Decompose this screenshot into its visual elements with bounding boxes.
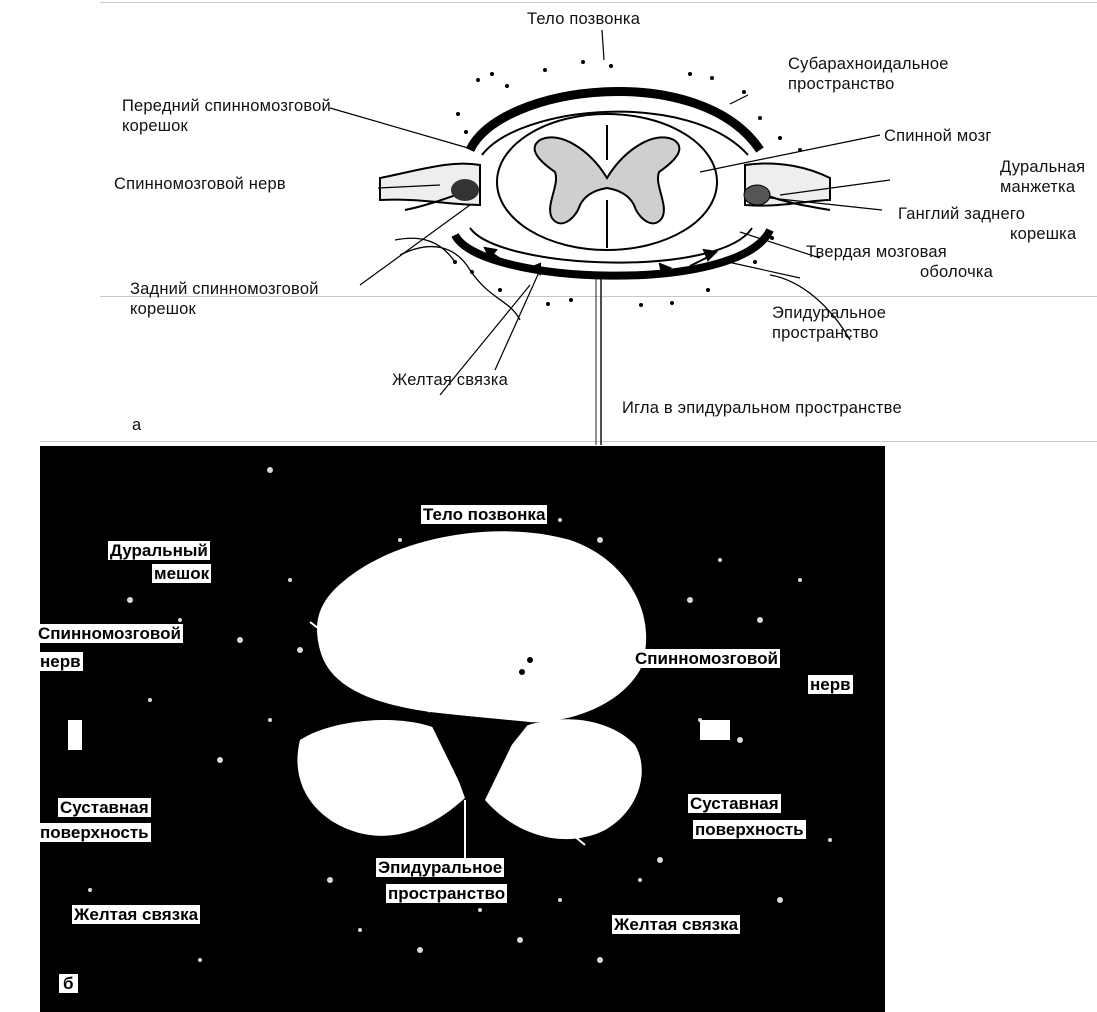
- photo-label-dural-sac-2: мешок: [152, 564, 211, 583]
- photo-label-spinal-nerve-right-2: нерв: [808, 675, 853, 694]
- photo-label-articular-left-2: поверхность: [38, 823, 151, 842]
- photo-label-spinal-nerve-left: Спинномозговой: [36, 624, 183, 643]
- photo-label-articular-right-2: поверхность: [693, 820, 806, 839]
- photo-label-ligamentum-flavum-right: Желтая связка: [612, 915, 740, 934]
- photo-label-dural-sac: Дуральный: [108, 541, 210, 560]
- photo-label-ligamentum-flavum-left: Желтая связка: [72, 905, 200, 924]
- photo-label-vertebral-body: Тело позвонка: [421, 505, 547, 524]
- photo-label-articular-left: Суставная: [58, 798, 151, 817]
- photo-label-spinal-nerve-right: Спинномозговой: [633, 649, 780, 668]
- photo-label-spinal-nerve-left-2: нерв: [38, 652, 83, 671]
- photo-label-articular-right: Суставная: [688, 794, 781, 813]
- panel-b-letter: б: [57, 972, 80, 995]
- photo-label-epidural-space-2: пространство: [386, 884, 507, 903]
- photo-label-epidural-space: Эпидуральное: [376, 858, 504, 877]
